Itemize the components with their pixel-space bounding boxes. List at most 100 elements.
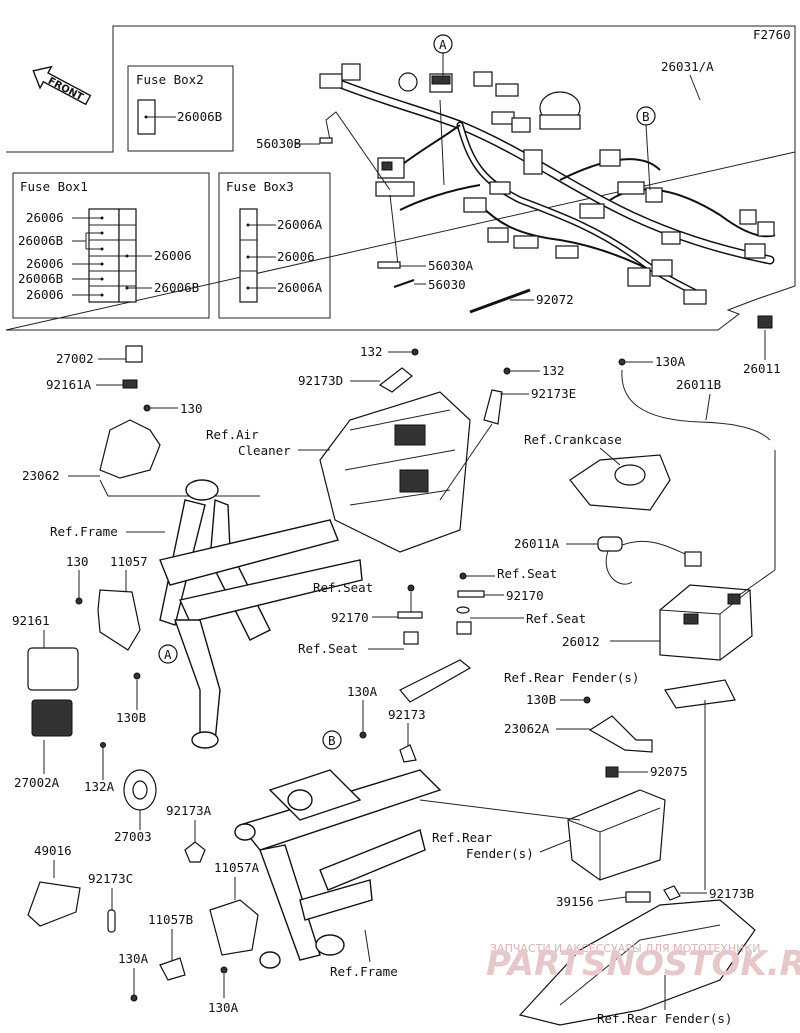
label-ref-frame-2: Ref.Frame [330,964,398,979]
label-56030A: 56030A [428,258,474,273]
label-ref-seat-1: Ref.Seat [313,580,373,595]
label-92173E: 92173E [531,386,576,401]
label-92173B: 92173B [709,886,754,901]
label-26011: 26011 [743,361,781,376]
battery-26012 [659,584,753,661]
fuse-box1-right-1: 26006 [154,248,192,263]
label-130A-b: 130A [208,1000,239,1015]
label-11057: 11057 [110,554,148,569]
rear-subframe [234,769,442,969]
label-130A-c: 130A [347,684,378,699]
label-11057B: 11057B [148,912,193,927]
label-27002: 27002 [56,351,94,366]
label-92173: 92173 [388,707,426,722]
fuse-box1-title: Fuse Box1 [20,179,88,194]
label-56030: 56030 [428,277,466,292]
label-130A-d: 130A [655,354,686,369]
marker-b-top-label: B [642,109,650,124]
fuse-box3-block [239,208,276,303]
label-92173D: 92173D [298,373,343,388]
label-49016: 49016 [34,843,72,858]
fuse-box1-left-2: 26006B [18,233,63,248]
front-label: FRONT [46,76,85,104]
label-ref-seat-2: Ref.Seat [497,566,557,581]
marker-a-bottom [158,644,178,664]
label-23062A: 23062A [504,721,550,736]
watermark-line1: ЗАПЧАСТИ И АКСЕССУАРЫ ДЛЯ МОТОТЕХНИКИ [490,942,760,955]
fuse-box3-title: Fuse Box3 [226,179,294,194]
grommet-92173A [184,841,206,863]
frame-assembly [159,479,363,749]
part-27002-icon [125,345,143,363]
label-92170-a: 92170 [331,610,369,625]
part-92170-a [397,611,423,619]
label-ref-seat-4: Ref.Seat [298,641,358,656]
marker-b-bottom [322,730,342,750]
label-130B-right: 130B [526,692,556,707]
marker-b-bottom-label: B [328,733,336,748]
fuse-box2-item: 26006B [177,109,222,124]
label-92173C: 92173C [88,871,133,886]
label-130B-left: 130B [116,710,146,725]
bracket-11057 [97,589,141,651]
fuse-box1-frame [12,172,210,319]
label-92072: 92072 [536,292,574,307]
clip-92173D [378,367,413,393]
main-wiring-harness [319,63,776,305]
front-arrow-icon: FRONT [32,65,92,106]
label-ref-rear-fender-3: Ref.Rear Fender(s) [597,1011,732,1026]
fuse-box2-title: Fuse Box2 [136,72,204,87]
label-27002A: 27002A [14,775,60,790]
part-92161A-icon [122,379,138,389]
pad-ref-rear-fender [664,679,736,709]
label-130A-a: 130A [118,951,149,966]
clip-92173B [663,885,681,901]
label-cleaner: Cleaner [238,443,291,458]
label-92161A: 92161A [46,377,92,392]
marker-a-top-label: A [439,37,447,52]
bracket-23062 [99,419,161,479]
battery-case [567,789,666,881]
fuse-box1-left-5: 26006 [26,287,64,302]
label-39156: 39156 [556,894,594,909]
label-23062: 23062 [22,468,60,483]
label-26012: 26012 [562,634,600,649]
bracket-11057A [209,899,259,956]
label-27003: 27003 [114,829,152,844]
label-11057A: 11057A [214,860,260,875]
label-92161: 92161 [12,613,50,628]
fuse-box2-frame [127,65,234,152]
label-harness: 26031/A [661,59,714,74]
marker-a-bottom-label: A [164,647,172,662]
clamp-92173C [107,909,116,933]
label-26011B: 26011B [676,377,721,392]
label-ref-air: Ref.Air [206,427,259,442]
fuse-box1-right-2: 26006B [154,280,199,295]
label-ref-crankcase: Ref.Crankcase [524,432,622,447]
label-130-mid: 130 [66,554,89,569]
label-130-top: 130 [180,401,203,416]
bracket-11057B [159,957,186,981]
clip-92173 [399,744,417,763]
label-26011A: 26011A [514,536,560,551]
ecu-27002A [31,699,73,737]
rear-fender-ref [518,899,756,1026]
fuse-box3-item-2: 26006 [277,249,315,264]
label-ref-rear-fender-1b: Fender(s) [466,846,534,861]
clip-92173E [483,389,503,425]
label-56030B: 56030B [256,136,301,151]
label-ref-seat-3: Ref.Seat [526,611,586,626]
cable-26011A [597,536,623,552]
watermark-line2: PARTSNOSTOK.RU [486,944,800,984]
grommet-92075 [605,766,619,778]
fuse-box1-left-4: 26006B [18,271,63,286]
part-39156 [625,891,651,903]
label-92170-b: 92170 [506,588,544,603]
label-132-b: 132 [542,363,565,378]
label-132A: 132A [84,779,115,794]
part-26011-icon [757,315,773,329]
fuse-box3-frame [218,172,331,319]
air-cleaner-housing [319,391,471,553]
seat-bracket [399,659,472,703]
